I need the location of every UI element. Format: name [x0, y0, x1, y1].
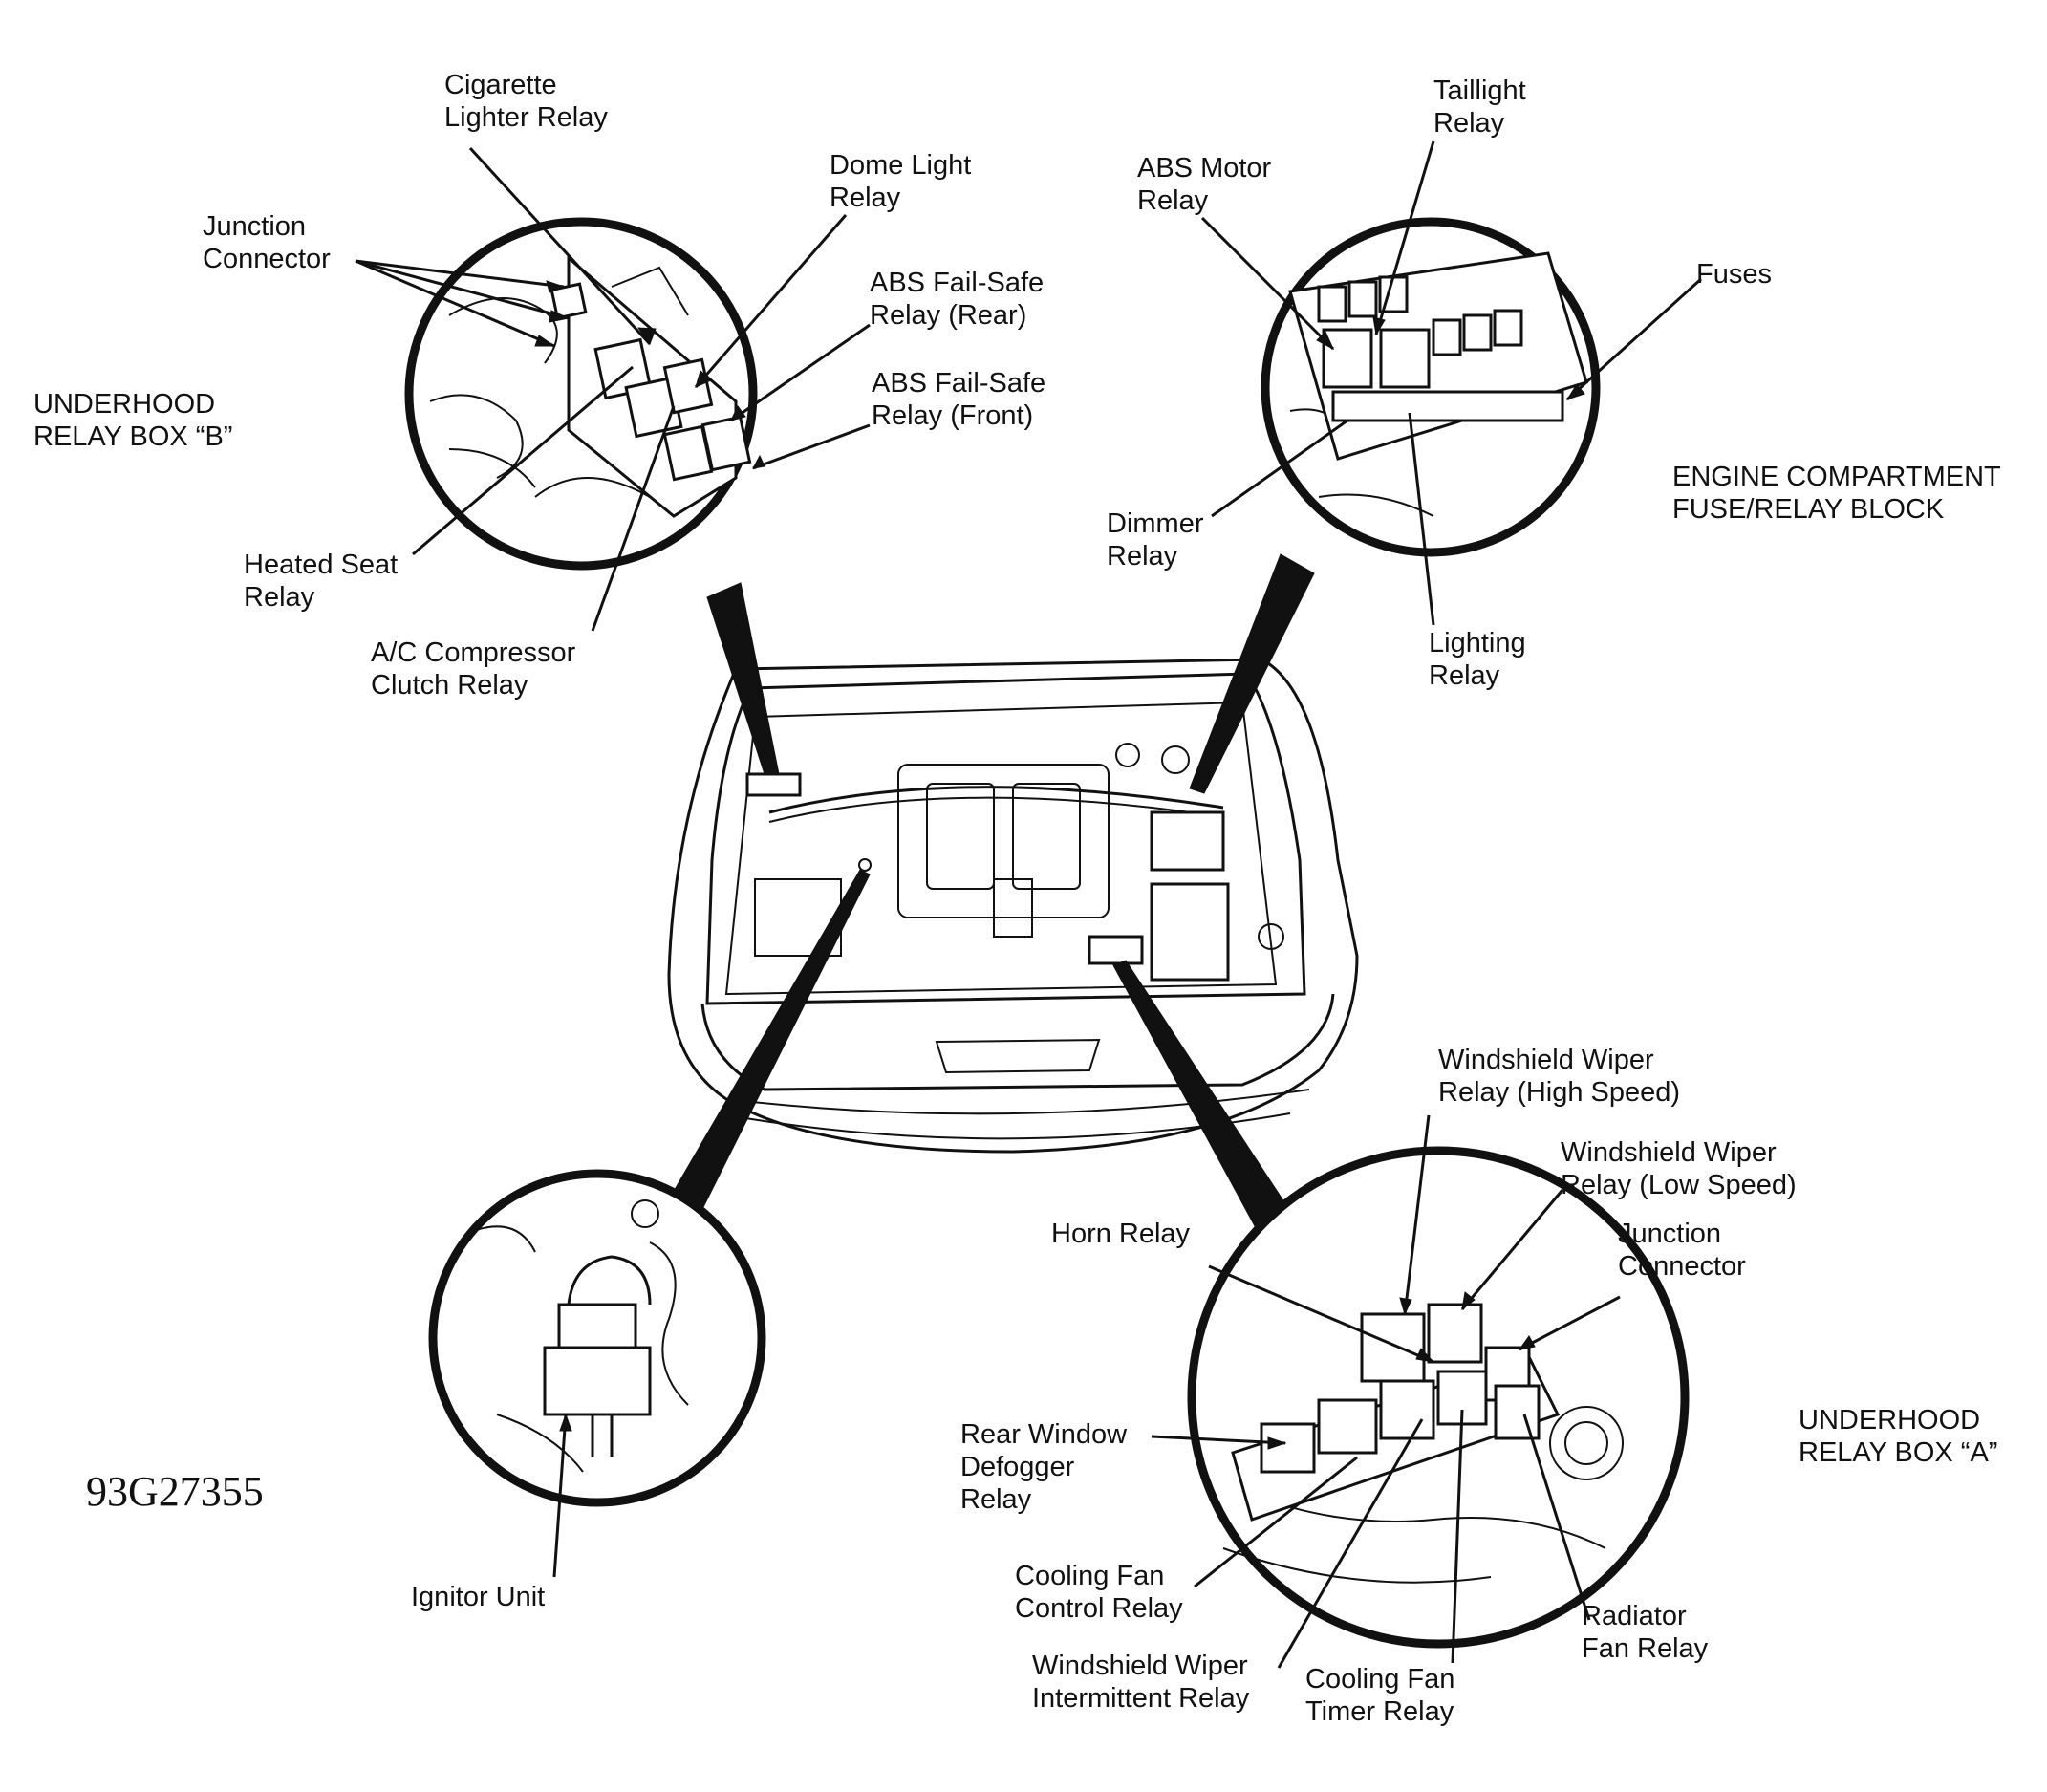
label-dome-light-relay: Dome Light Relay [830, 150, 979, 213]
label-ws-wiper-low: Windshield Wiper Relay (Low Speed) [1561, 1137, 1797, 1200]
label-underhood-relay-box-a: UNDERHOOD RELAY BOX “A” [1799, 1405, 1997, 1468]
leader-arrowheads [534, 280, 1585, 1450]
figure-code: 93G27355 [86, 1468, 264, 1515]
label-lighting-relay: Lighting Relay [1429, 628, 1534, 691]
wedge-relay-box-a [1112, 960, 1305, 1248]
label-heated-seat-relay: Heated Seat Relay [244, 550, 405, 613]
label-cigarette-lighter-relay: Cigarette Lighter Relay [444, 70, 608, 133]
label-engine-compartment-block: ENGINE COMPARTMENT FUSE/RELAY BLOCK [1672, 462, 2008, 525]
label-rear-window-defogger: Rear Window Defogger Relay [960, 1419, 1134, 1515]
detail-circle-ignitor [428, 1169, 766, 1507]
label-abs-motor-relay: ABS Motor Relay [1137, 153, 1279, 216]
label-abs-failsafe-front: ABS Fail-Safe Relay (Front) [872, 368, 1053, 431]
label-horn-relay: Horn Relay [1051, 1219, 1191, 1249]
detail-circle-fuse-relay-block [1261, 217, 1601, 557]
label-dimmer-relay: Dimmer Relay [1107, 508, 1212, 572]
detail-circle-relay-box-b [404, 217, 758, 571]
label-cooling-fan-control: Cooling Fan Control Relay [1015, 1561, 1183, 1624]
detail-circle-relay-box-a [1187, 1146, 1690, 1649]
wedge-ignitor [668, 869, 871, 1210]
callout-wedges [668, 553, 1315, 1248]
label-radiator-fan-relay: Radiator Fan Relay [1582, 1601, 1709, 1664]
label-cooling-fan-timer: Cooling Fan Timer Relay [1305, 1664, 1462, 1727]
label-taillight-relay: Taillight Relay [1433, 76, 1534, 139]
label-fuses: Fuses [1696, 259, 1772, 290]
leader-lines [355, 140, 1703, 1669]
label-ignitor-unit: Ignitor Unit [411, 1582, 545, 1612]
wedge-fuse-relay-block [1189, 553, 1315, 794]
label-ws-wiper-intermittent: Windshield Wiper Intermittent Relay [1032, 1651, 1256, 1714]
wedge-relay-box-b [706, 582, 780, 775]
car-engine-bay-illustration [667, 658, 1359, 1154]
label-junction-connector-b: Junction Connector [203, 211, 331, 274]
label-abs-failsafe-rear: ABS Fail-Safe Relay (Rear) [870, 268, 1051, 331]
label-junction-connector-a: Junction Connector [1618, 1219, 1746, 1282]
label-ws-wiper-high: Windshield Wiper Relay (High Speed) [1438, 1045, 1680, 1108]
label-underhood-relay-box-b: UNDERHOOD RELAY BOX “B” [33, 389, 232, 452]
label-ac-compressor-clutch-relay: A/C Compressor Clutch Relay [371, 637, 583, 701]
